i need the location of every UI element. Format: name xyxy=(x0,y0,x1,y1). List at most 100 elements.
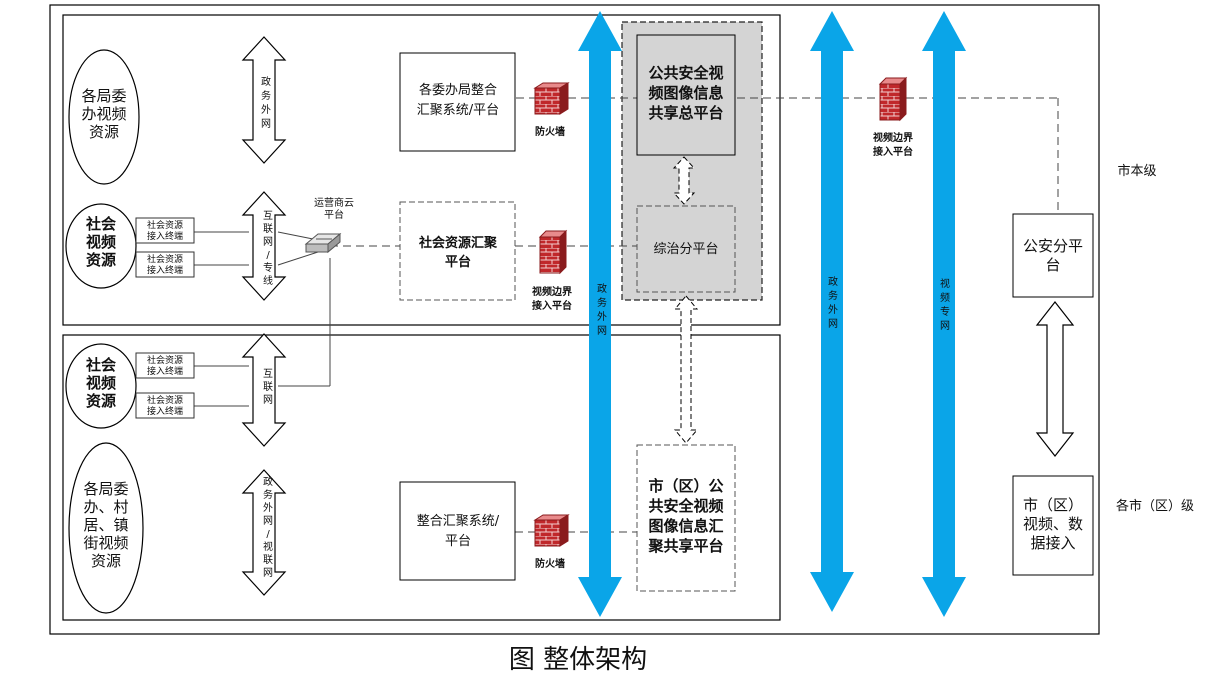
bureau-city-label-line: 办视频 xyxy=(81,105,126,123)
social-district-source xyxy=(65,343,137,429)
gov-ext-right-label-line: 网 xyxy=(828,318,838,330)
internet-arrow xyxy=(241,333,287,447)
district-access-label: 市（区）视频、数据接入 xyxy=(1023,496,1083,552)
blue-arrows xyxy=(578,11,966,617)
gov-video-label-line: 网 xyxy=(263,567,273,579)
integrate-platform-label: 整合汇聚系统/平台 xyxy=(417,514,500,549)
internet-private-label-line: / xyxy=(266,250,270,261)
firewall-label: 视频边界接入平台 xyxy=(532,285,572,312)
bureau-district-label-line: 居、镇 xyxy=(83,516,128,534)
social-district-label-line: 资源 xyxy=(86,392,116,410)
district-platform-label-line: 市（区）公 xyxy=(648,477,723,495)
bureau-platform-box xyxy=(399,52,516,152)
gov-video-arrow xyxy=(241,469,287,596)
terminal-box xyxy=(135,352,195,379)
firewall-icon xyxy=(533,82,570,115)
platform-boxes xyxy=(399,34,1094,592)
bureau-city-source xyxy=(68,49,140,185)
social-platform-label-line: 社会资源汇聚 xyxy=(418,235,498,251)
gov-video-label-line: 外 xyxy=(263,502,273,514)
gov-ext-main-label-line: 务 xyxy=(597,296,607,309)
terminal-label-line: 接入终端 xyxy=(147,264,183,276)
firewall-label: 防火墙 xyxy=(535,557,565,570)
terminal-label-line: 接入终端 xyxy=(147,365,183,377)
gov-video-label-line: 务 xyxy=(263,488,273,501)
gov-ext-main-label-line: 政 xyxy=(597,282,607,295)
cloud-label: 运营商云平台 xyxy=(314,196,354,221)
terminal-box xyxy=(135,217,195,244)
police-platform-box xyxy=(1012,213,1094,298)
gov-video-label-line: / xyxy=(266,529,270,540)
firewall-icons xyxy=(533,76,908,547)
district-panel xyxy=(62,334,781,621)
firewall-label: 防火墙 xyxy=(535,125,565,138)
cloud-label-line: 平台 xyxy=(324,208,344,221)
bureau-district-label-line: 街视频 xyxy=(83,534,128,552)
police-platform-label-line: 公安分平 xyxy=(1023,237,1083,255)
terminal-label-line: 社会资源 xyxy=(147,253,183,265)
integrate-platform-box xyxy=(399,481,516,581)
gov-video-label-line: 政 xyxy=(263,475,273,488)
district-access-box xyxy=(1012,475,1094,576)
gov-video-label-line: 联 xyxy=(263,554,273,566)
gov-ext-right-arrow xyxy=(810,11,854,612)
outer-frame xyxy=(49,4,1100,635)
firewall-label-line: 接入平台 xyxy=(532,299,572,312)
video-private-label-line: 专 xyxy=(940,305,950,318)
district-access-label-line: 视频、数 xyxy=(1023,515,1083,533)
gov-ext-main-label-line: 网 xyxy=(597,325,607,337)
internet-private-label-line: 联 xyxy=(263,223,273,235)
social-city-label-line: 资源 xyxy=(86,251,116,269)
gov-ext-main-label-line: 外 xyxy=(597,311,607,323)
terminal-label: 社会资源接入终端 xyxy=(147,219,183,242)
internet-private-label-line: 专 xyxy=(263,261,273,274)
terminal-label-line: 社会资源 xyxy=(147,219,183,231)
bureau-district-label-line: 办、村 xyxy=(83,498,128,516)
social-platform-label-line: 平台 xyxy=(445,254,471,270)
social-platform-box xyxy=(399,201,516,301)
firewall-label-line: 防火墙 xyxy=(535,125,565,138)
social-city-label-line: 社会 xyxy=(85,215,116,233)
integrate-platform-label-line: 整合汇聚系统/ xyxy=(417,514,500,529)
gov-ext-right-label-line: 务 xyxy=(828,289,838,302)
gov-ext-label-1: 政务外网 xyxy=(261,75,271,130)
internet-label-line: 网 xyxy=(263,394,273,406)
bureau-city-label-line: 各局委 xyxy=(81,87,126,105)
gov-ext-label-1-line: 网 xyxy=(261,118,271,130)
terminal-label: 社会资源接入终端 xyxy=(147,394,183,417)
police-district-arrow xyxy=(1035,301,1075,457)
firewall-label-line: 视频边界 xyxy=(873,131,913,144)
social-city-label-line: 视频 xyxy=(86,233,116,251)
firewall-icon xyxy=(538,229,568,275)
level-district-label: 各市（区）级 xyxy=(1116,498,1194,514)
social-district-label-line: 社会 xyxy=(85,356,116,374)
district-platform-label-line: 图像信息汇 xyxy=(648,517,723,535)
gov-ext-label-1-line: 务 xyxy=(261,89,271,102)
gov-ext-right-label-line: 政 xyxy=(828,275,838,288)
level-city-label: 市本级 xyxy=(1117,163,1156,179)
bureau-district-label: 各局委办、村居、镇街视频资源 xyxy=(83,480,128,570)
master-platform-label-line: 共享总平台 xyxy=(648,104,723,122)
firewall-label-line: 接入平台 xyxy=(873,145,913,158)
bureau-city-label-line: 资源 xyxy=(89,123,119,141)
terminal-box xyxy=(135,392,195,419)
social-city-label: 社会视频资源 xyxy=(85,215,116,269)
master-platform-label: 公共安全视频图像信息共享总平台 xyxy=(648,64,723,122)
bureau-platform-label-line: 汇聚系统/平台 xyxy=(417,103,499,118)
integrate-platform-label-line: 平台 xyxy=(445,534,471,549)
firewall-icon xyxy=(533,514,570,547)
firewall-label: 视频边界接入平台 xyxy=(873,131,913,158)
terminal-label-line: 社会资源 xyxy=(147,354,183,366)
figure-caption: 图 整体架构 xyxy=(509,645,647,675)
sources-group xyxy=(65,49,144,614)
city-panel xyxy=(62,14,781,326)
bureau-platform-label-line: 各委办局整合 xyxy=(419,82,497,98)
firewall-label-line: 视频边界 xyxy=(532,285,572,298)
gov-video-label-line: 网 xyxy=(263,515,273,527)
master-zongzhi-arrow xyxy=(672,156,696,205)
video-private-label-line: 频 xyxy=(940,291,950,304)
terminal-label-line: 接入终端 xyxy=(147,405,183,417)
video-private-arrow xyxy=(922,11,966,617)
internet-private-label-line: 线 xyxy=(263,274,273,287)
